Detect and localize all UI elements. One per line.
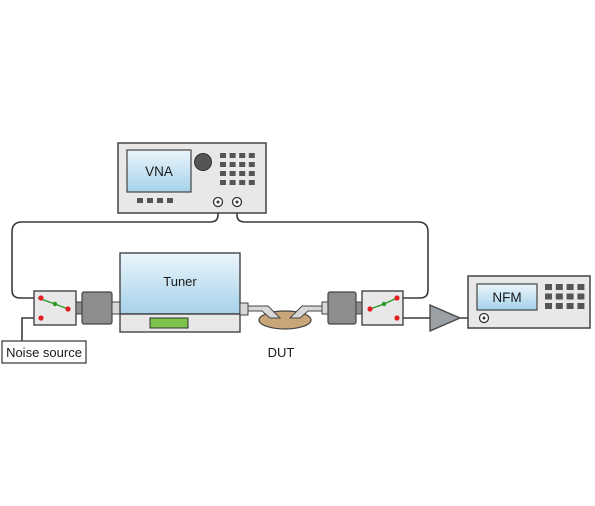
vna-key [248,162,255,167]
input-switch [33,290,77,326]
switch-port-icon [38,295,44,301]
nfm-instrument: NFM [467,275,591,329]
vna-key [248,153,255,158]
nfm-key [577,284,585,290]
nfm-key [577,303,585,309]
dut-label: DUT [268,345,295,360]
vna-key [239,171,246,176]
nfm-key [555,293,563,300]
output-adapter [321,291,363,325]
vna-bottom-buttons [137,198,173,203]
switch-port-icon [65,306,71,312]
input-adapter [75,291,121,325]
vna-key [248,180,255,185]
switch-port-icon [394,315,400,321]
amplifier-icon [429,304,462,332]
tuner-label: Tuner [163,274,197,289]
output-switch [361,290,404,326]
tuner: Tuner [119,252,249,333]
vna-screen [126,149,192,193]
switch-port-icon [38,315,44,321]
vna-label: VNA [145,164,173,179]
nfm-key [545,293,552,300]
vna-port-1 [212,196,224,208]
vna-right-cable [236,205,429,299]
switch-port-icon [367,306,373,312]
noise-source-cable [21,317,34,345]
switch-pivot-icon [52,301,58,307]
vna-key [220,171,226,176]
vna-key [229,171,236,176]
vna-key [248,171,255,176]
vna-bottom-button [157,198,163,203]
vna-bottom-button [137,198,143,203]
nfm-key [566,284,574,290]
noise-source: Noise source [1,340,87,364]
nfm-key [577,293,585,300]
vna-bottom-button [147,198,153,203]
nfm-key [566,293,574,300]
vna-key [239,180,246,185]
vna-key [220,162,226,167]
vna-key [239,153,246,158]
vna-knob-icon [194,153,212,171]
nfm-label: NFM [492,290,521,305]
tuner-display [149,317,189,329]
vna-bottom-button [167,198,173,203]
dut: DUT [247,305,323,360]
nfm-key [545,303,552,309]
vna-key [239,162,246,167]
vna-key [229,153,236,158]
nfm-key [545,284,552,290]
vna-keypad [220,153,255,185]
switch-pivot-icon [381,301,387,307]
nfm-key [555,284,563,290]
vna-key [229,162,236,167]
noise-source-label: Noise source [6,345,82,360]
vna-key [229,180,236,185]
vna-key [220,180,226,185]
vna-instrument: VNA [117,142,267,214]
nfm-key [555,303,563,309]
nfm-screen [476,283,538,311]
vna-key [220,153,226,158]
nfm-key [566,303,574,309]
nfm-input-port [478,312,490,324]
vna-port-2 [231,196,243,208]
nfm-keypad [545,284,585,309]
vna-left-cable [11,205,219,299]
switch-port-icon [394,295,400,301]
